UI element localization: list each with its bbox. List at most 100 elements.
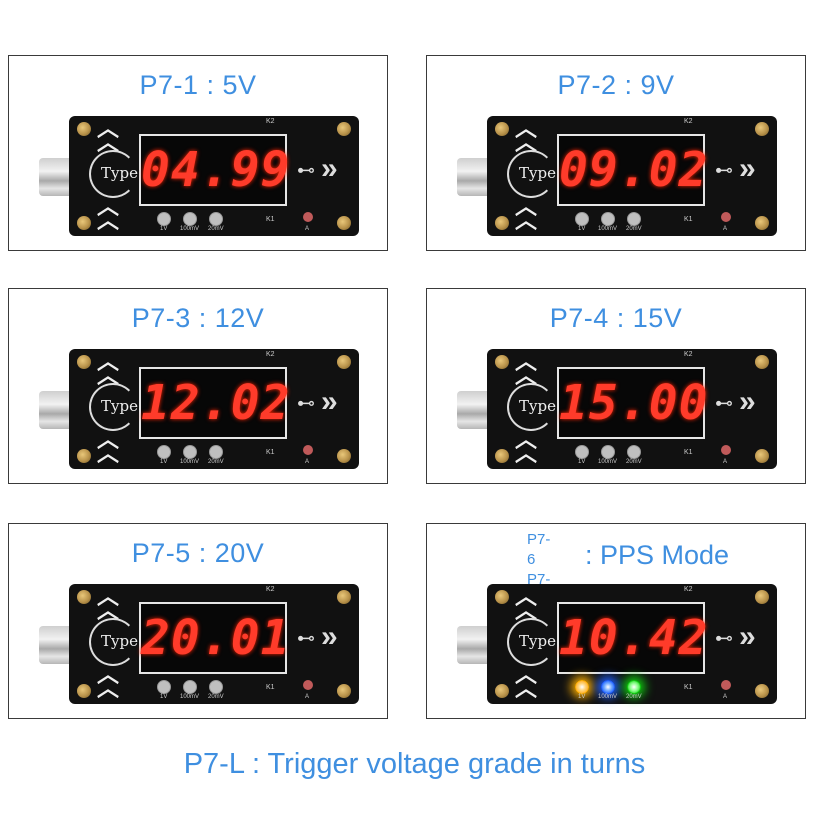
- led-20mv: [627, 212, 641, 226]
- led-20mv: [627, 445, 641, 459]
- led-label: 20mV: [208, 226, 224, 232]
- usb-trigger-device: ︿︿ ︿︿ Type K2 15.00 ⊷ » 1V 100mV 20mV K1…: [457, 349, 777, 469]
- k1-label: K1: [684, 449, 693, 456]
- panel-title: P7-5 : 20V: [131, 538, 265, 568]
- panel-pps-mode: P7-6 P7-7 : PPS Mode ︿︿ ︿︿ Type K2 10.42…: [426, 523, 806, 719]
- panel-title-code: P7-6: [527, 531, 551, 568]
- panel-title: P7-2 : 9V: [557, 70, 675, 100]
- led-label: 20mV: [626, 226, 642, 232]
- k2-label: K2: [684, 586, 693, 593]
- led-20mv: [209, 212, 223, 226]
- led-a-label: A: [723, 459, 728, 465]
- screw-icon: [755, 216, 769, 230]
- type-c-logo-icon: [89, 618, 137, 666]
- caption: P7-L : Trigger voltage grade in turns: [183, 748, 646, 780]
- led-label: 1V: [578, 459, 586, 465]
- panel-title-main: : PPS Mode: [585, 540, 730, 570]
- screw-icon: [337, 684, 351, 698]
- logo-text: Type: [101, 397, 138, 415]
- screw-icon: [495, 122, 509, 136]
- type-c-logo-icon: [507, 150, 555, 198]
- pcb-board: ︿︿ ︿︿ Type K2 12.02 ⊷ » 1V 100mV 20mV K1…: [69, 349, 359, 469]
- lcd-display: 15.00: [557, 367, 709, 439]
- led-a-label: A: [723, 694, 728, 700]
- screw-icon: [77, 449, 91, 463]
- type-c-logo-icon: [89, 383, 137, 431]
- led-a-label: A: [305, 459, 310, 465]
- chevron-up-icon: ︿︿: [97, 584, 120, 623]
- usb-icon: ⊷: [297, 160, 315, 180]
- led-label: 1V: [160, 694, 168, 700]
- k1-label: K1: [266, 216, 275, 223]
- logo-text: Type: [101, 164, 138, 182]
- screw-icon: [755, 590, 769, 604]
- led-a: [721, 445, 731, 455]
- pcb-board: ︿︿ ︿︿ Type K2 09.02 ⊷ » 1V 100mV 20mV K1…: [487, 116, 777, 236]
- chevron-up-icon: ︿︿: [97, 662, 120, 701]
- panel-title: P7-1 : 5V: [139, 70, 257, 100]
- usb-icon: ⊷: [715, 393, 733, 413]
- led-label: 1V: [578, 226, 586, 232]
- led-label: 100mV: [598, 459, 618, 465]
- led-a: [303, 680, 313, 690]
- led-1v: [157, 212, 171, 226]
- screw-icon: [755, 355, 769, 369]
- k2-label: K2: [266, 586, 275, 593]
- screw-icon: [495, 449, 509, 463]
- lcd-display: 04.99: [139, 134, 290, 206]
- chevron-up-icon: ︿︿: [515, 194, 538, 233]
- k1-label: K1: [684, 216, 693, 223]
- led-20mv-lit: [627, 680, 641, 694]
- chevron-right-icon: »: [321, 385, 338, 418]
- led-label: 100mV: [598, 694, 618, 700]
- led-label: 100mV: [598, 226, 618, 232]
- lcd-display: 10.42: [557, 602, 708, 674]
- usb-icon: ⊷: [715, 160, 733, 180]
- led-100mv: [601, 445, 615, 459]
- chevron-up-icon: ︿︿: [515, 349, 538, 388]
- logo-text: Type: [519, 397, 556, 415]
- voltage-readout: 12.02: [141, 375, 291, 431]
- chevron-right-icon: »: [321, 152, 338, 185]
- led-100mv-lit: [601, 680, 615, 694]
- led-label: 1V: [578, 694, 586, 700]
- led-a-label: A: [305, 694, 310, 700]
- screw-icon: [77, 216, 91, 230]
- k2-label: K2: [684, 351, 693, 358]
- led-label: 20mV: [208, 459, 224, 465]
- chevron-right-icon: »: [321, 620, 338, 653]
- voltage-readout: 15.00: [559, 375, 709, 431]
- led-1v: [575, 212, 589, 226]
- panel-p7-4: P7-4 : 15V ︿︿ ︿︿ Type K2 15.00 ⊷ » 1V 10…: [426, 288, 806, 484]
- led-label: 100mV: [180, 226, 200, 232]
- chevron-up-icon: ︿︿: [97, 194, 120, 233]
- panel-p7-3: P7-3 : 12V ︿︿ ︿︿ Type K2 12.02 ⊷ » 1V 10…: [8, 288, 388, 484]
- led-1v-lit: [575, 680, 589, 694]
- type-c-logo-icon: [507, 618, 555, 666]
- chevron-up-icon: ︿︿: [97, 427, 120, 466]
- led-label: 1V: [160, 459, 168, 465]
- led-label: 100mV: [180, 694, 200, 700]
- chevron-up-icon: ︿︿: [515, 427, 538, 466]
- screw-icon: [77, 355, 91, 369]
- usb-trigger-device: ︿︿ ︿︿ Type K2 04.99 ⊷ » 1V 100mV 20mV K1…: [39, 116, 359, 236]
- led-label: 20mV: [626, 694, 642, 700]
- led-label: 20mV: [626, 459, 642, 465]
- screw-icon: [755, 449, 769, 463]
- chevron-right-icon: »: [739, 385, 756, 418]
- usb-icon: ⊷: [297, 393, 315, 413]
- led-100mv: [601, 212, 615, 226]
- led-a-label: A: [305, 226, 310, 232]
- screw-icon: [337, 216, 351, 230]
- chevron-up-icon: ︿︿: [97, 349, 120, 388]
- led-a: [303, 212, 313, 222]
- led-label: 1V: [160, 226, 168, 232]
- screw-icon: [495, 355, 509, 369]
- screw-icon: [77, 122, 91, 136]
- pcb-board: ︿︿ ︿︿ Type K2 20.01 ⊷ » 1V 100mV 20mV K1…: [69, 584, 359, 704]
- pcb-board: ︿︿ ︿︿ Type K2 04.99 ⊷ » 1V 100mV 20mV K1…: [69, 116, 359, 236]
- usb-trigger-device: ︿︿ ︿︿ Type K2 20.01 ⊷ » 1V 100mV 20mV K1…: [39, 584, 359, 704]
- led-1v: [157, 445, 171, 459]
- panel-title: P7-4 : 15V: [549, 303, 683, 333]
- led-a: [721, 680, 731, 690]
